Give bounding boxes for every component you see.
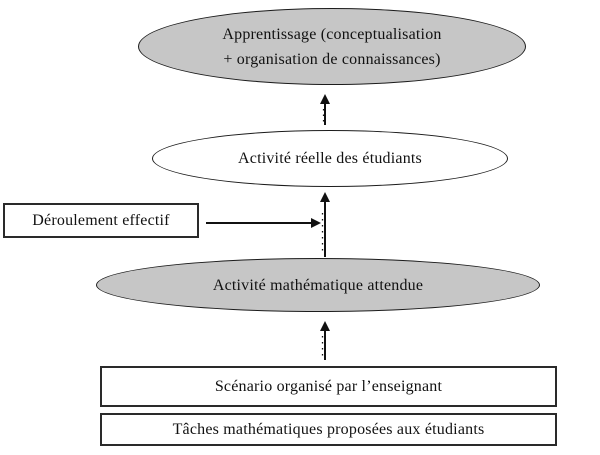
node-activite-reelle-label: Activité réelle des étudiants <box>238 150 422 167</box>
node-activite-attendue: Activité mathématique attendue <box>96 258 540 312</box>
node-scenario-label: Scénario organisé par l’enseignant <box>214 378 443 395</box>
node-scenario: Scénario organisé par l’enseignant <box>100 366 557 407</box>
node-apprentissage-line1: Apprentissage (conceptualisation <box>222 25 442 43</box>
node-taches: Tâches mathématiques proposées aux étudi… <box>100 413 557 446</box>
arrow-attendue-to-reelle <box>320 192 330 257</box>
node-activite-reelle: Activité réelle des étudiants <box>152 130 508 187</box>
node-apprentissage: Apprentissage (conceptualisation + organ… <box>138 8 526 85</box>
node-deroulement-label: Déroulement effectif <box>32 212 170 229</box>
arrow-deroulement-to-flow <box>206 218 321 228</box>
node-apprentissage-line2: + organisation de connaissances) <box>223 50 441 68</box>
node-activite-attendue-label: Activité mathématique attendue <box>212 276 424 294</box>
arrow-scenario-to-attendue <box>320 321 330 360</box>
arrow-reelle-to-apprentissage <box>320 94 330 125</box>
node-taches-label: Tâches mathématiques proposées aux étudi… <box>172 421 485 438</box>
node-deroulement: Déroulement effectif <box>3 203 199 238</box>
